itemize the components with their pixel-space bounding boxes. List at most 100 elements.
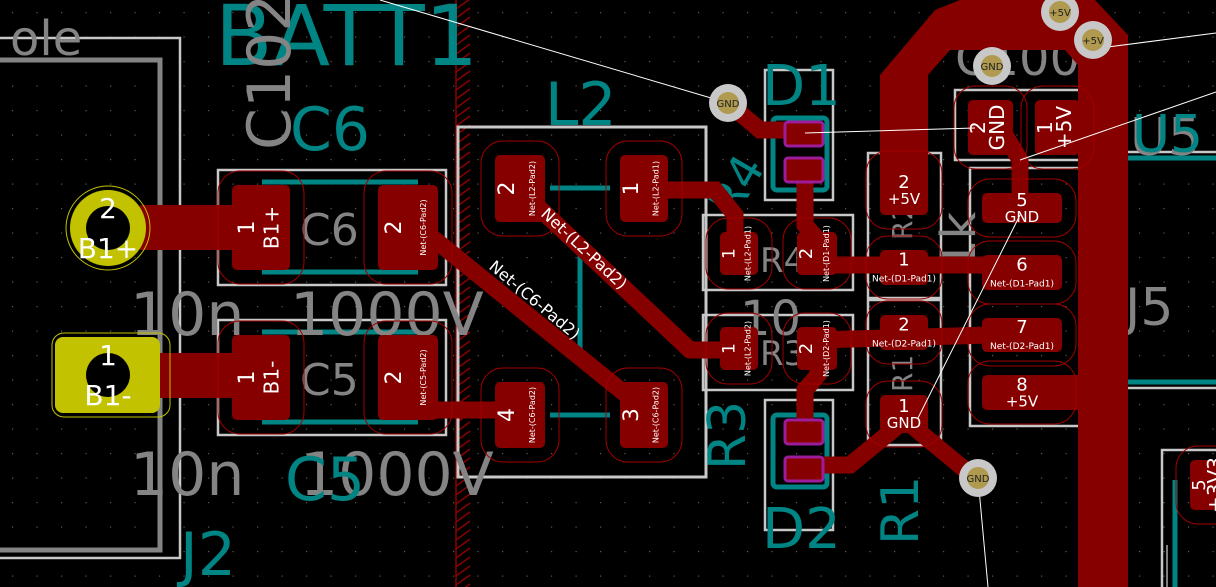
vias: GND +5V +5V GND GND (709, 0, 1112, 497)
pad-number: 1 (619, 182, 644, 196)
diode-pad[interactable] (783, 120, 825, 148)
pad-c5-pads-1[interactable]: 2 Net-(C5-Pad2) (363, 320, 453, 435)
via-gnd[interactable]: GND (709, 84, 747, 122)
ref-j2: J2 (176, 520, 236, 587)
pad-net: Net-(C6-Pad2) (651, 387, 660, 443)
pad-number: 2 (898, 172, 909, 193)
pad-net: Net-(L2-Pad1) (743, 226, 752, 281)
pad-net: +3V3 (1203, 457, 1216, 513)
pad-number: 2 (796, 248, 817, 259)
pad-number: 2 (382, 221, 407, 235)
pad-number: 8 (1016, 375, 1027, 396)
pad-l2-pads-1[interactable]: 1 Net-(L2-Pad1) (605, 140, 683, 237)
via-plus-5v[interactable]: +5V (1074, 21, 1112, 59)
ref-r1: R1 (871, 476, 931, 545)
diode-pad[interactable] (783, 418, 825, 446)
pad-net: GND (887, 414, 921, 432)
via-net-label: GND (967, 474, 990, 485)
ref-l2: L2 (545, 70, 617, 140)
pad-number: 5 (1189, 479, 1210, 490)
pad-number: 1 (719, 248, 739, 259)
ref-c5: C5 (285, 445, 365, 515)
pad-net: B1- (259, 361, 283, 395)
ref-u5: U5 (1132, 105, 1203, 165)
fab-r1: R1 (886, 355, 919, 392)
pad-number: 2 (99, 192, 117, 225)
pad-number: 1 (235, 371, 260, 385)
pad-net: B1+ (78, 232, 138, 265)
pad-net: Net-(L2-Pad2) (743, 321, 752, 376)
via-net-label: +5V (1049, 8, 1071, 19)
pad-number: 1 (898, 250, 909, 271)
pad-r4-pads-1[interactable]: 2 Net-(D1-Pad1) (782, 217, 852, 290)
pad-number: 2 (382, 371, 407, 385)
fab-partial-text: ole (10, 11, 82, 67)
pad-net: Net-(D1-Pad1) (990, 280, 1054, 290)
pad-net: Net-(L2-Pad1) (651, 161, 660, 216)
pad-number: 7 (1016, 317, 1027, 338)
pad-r3-pads-0[interactable]: 1 Net-(L2-Pad2) (705, 312, 773, 385)
pad-number: 2 (495, 182, 520, 196)
pad-net: +5V (1006, 393, 1039, 411)
pad-net: Net-(L2-Pad2) (528, 161, 537, 216)
via-net-label: +5V (1082, 36, 1104, 47)
via-gnd[interactable]: GND (973, 47, 1011, 85)
pad-partial-pad[interactable]: 5+3V3 (1175, 445, 1216, 525)
pad-u5-pads-3[interactable]: 8+5V (967, 360, 1077, 425)
pad-number: 5 (1016, 190, 1027, 211)
fab-c102: C102 (235, 0, 305, 150)
pad-number: 2 (898, 315, 909, 336)
diode-pad[interactable] (783, 455, 825, 483)
pad-number: 1 (1033, 121, 1057, 134)
pad-net: GND (1005, 208, 1039, 226)
pad-net: Net-(C5-Pad2) (419, 349, 428, 405)
via-gnd[interactable]: GND (959, 459, 997, 497)
pad-net: Net-(C6-Pad2) (419, 199, 428, 255)
via-plus-5v[interactable]: +5V (1041, 0, 1079, 31)
footprint-j2: 2 B1+ 1 B1- (51, 185, 171, 418)
pad-r2-pads-0[interactable]: 2+5V (865, 150, 943, 230)
pad-number: 1 (235, 221, 260, 235)
fab-j5: J5 (1122, 278, 1173, 338)
fab-value-1000v-bottom: 1000V (300, 440, 494, 510)
ref-c6: C6 (290, 95, 370, 165)
ref-batt1: BATT1 (215, 0, 478, 85)
pad-net: Net-(D1-Pad1) (872, 275, 936, 285)
pad-net: Net-(D2-Pad1) (990, 342, 1054, 352)
pad-number: 2 (966, 121, 990, 134)
fab-value-10n-bottom: 10n (130, 440, 244, 510)
pad-r4-pads-0[interactable]: 1 Net-(L2-Pad1) (705, 217, 773, 290)
pad-number: 1 (898, 396, 909, 417)
diode-pad[interactable] (783, 156, 825, 184)
pad-number: 2 (796, 343, 817, 354)
ref-d1: D1 (762, 54, 841, 119)
ref-r3: R3 (698, 401, 758, 470)
fab-c6: C6 (300, 205, 359, 256)
pad-net: GND (985, 105, 1009, 151)
pad-net: Net-(C6-Pad2) (528, 387, 537, 443)
pad-l2-pads-0[interactable]: 2 Net-(L2-Pad2) (480, 140, 560, 237)
ref-d2: D2 (762, 497, 841, 562)
pad-net: Net-(D2-Pad1) (872, 340, 936, 350)
pad-net: B1- (84, 379, 131, 412)
pad-net: Net-(D1-Pad1) (822, 225, 831, 282)
pad-number: 1 (719, 343, 739, 354)
pad-number: 1 (99, 339, 117, 372)
pad-c6-pads-1[interactable]: 2 Net-(C6-Pad2) (363, 170, 453, 285)
via-net-label: GND (717, 99, 740, 110)
pad-number: 6 (1016, 255, 1027, 276)
